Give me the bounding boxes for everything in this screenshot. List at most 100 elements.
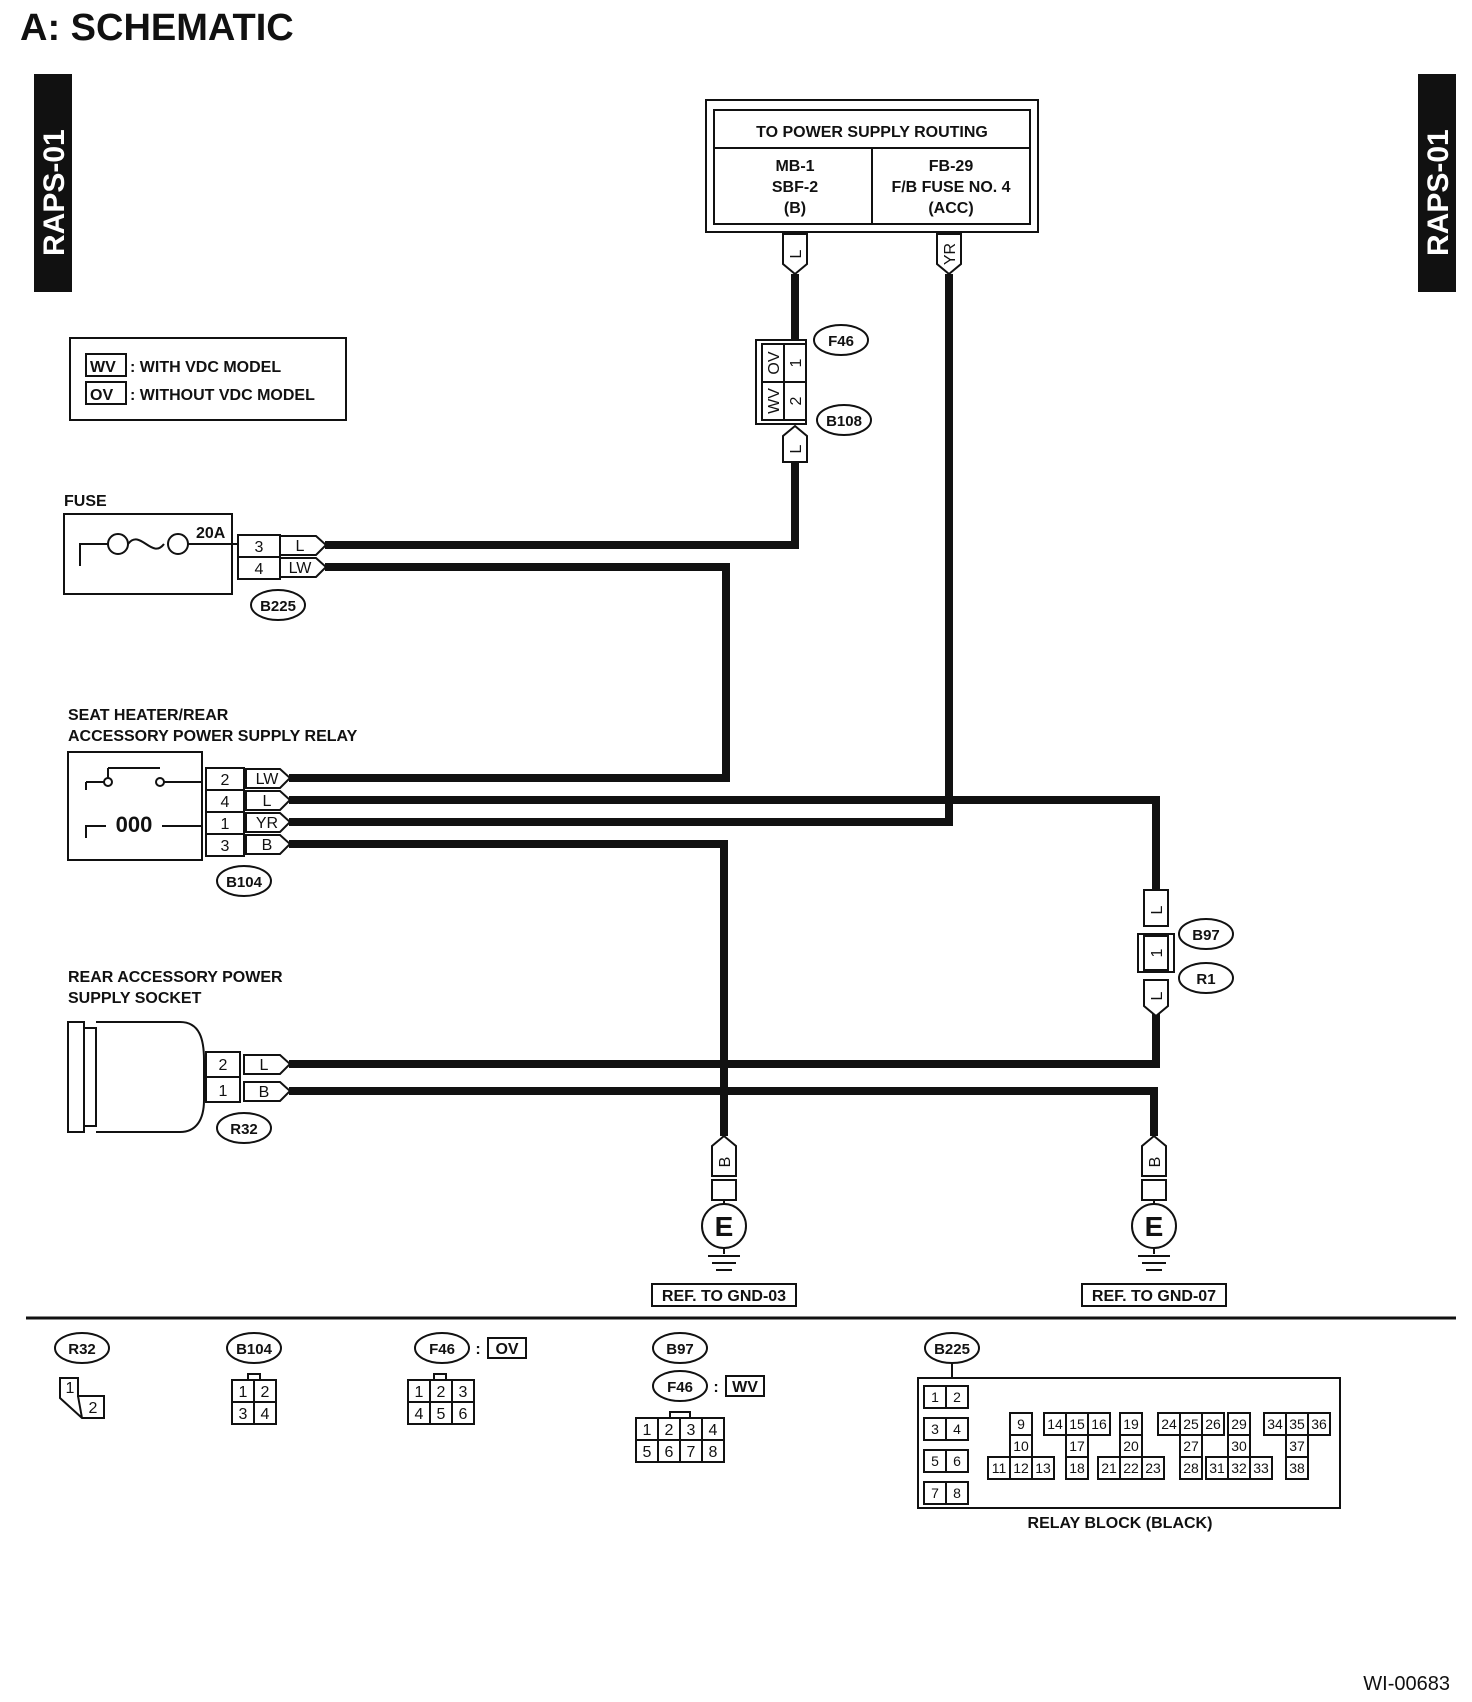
- fuse-label: FUSE: [64, 493, 107, 510]
- wires: [289, 274, 1160, 1136]
- svg-text:7: 7: [687, 1444, 696, 1461]
- b225-pin-label: 34: [1267, 1416, 1283, 1432]
- svg-text:L: L: [1149, 991, 1166, 1000]
- b225-pin-label: 21: [1101, 1460, 1117, 1476]
- svg-text:B104: B104: [236, 1341, 273, 1358]
- connector-b108-label: B108: [826, 413, 862, 430]
- b225-pin-cell: [1087, 1412, 1111, 1436]
- power-supply-title: TO POWER SUPPLY ROUTING: [756, 124, 988, 141]
- b225-pin-label: 20: [1123, 1438, 1139, 1454]
- b225-pin-label: 31: [1209, 1460, 1225, 1476]
- svg-text::: :: [713, 1379, 718, 1396]
- power-supply-right-2: F/B FUSE NO. 4: [891, 179, 1010, 196]
- legend-code-ov: OV: [90, 387, 113, 404]
- relay-label-2: ACCESSORY POWER SUPPLY RELAY: [68, 728, 358, 745]
- legend-text-ov: : WITHOUT VDC MODEL: [130, 387, 315, 404]
- fuse-component: FUSE 20A 3 4 L LW B225: [63, 493, 328, 621]
- svg-text:4: 4: [255, 561, 264, 578]
- f46-pin-2: 2: [788, 396, 805, 405]
- b225-pin-label: 28: [1183, 1460, 1199, 1476]
- svg-text:3: 3: [255, 539, 264, 556]
- connector-b225-label: B225: [260, 598, 296, 615]
- b225-pin-label: 23: [1145, 1460, 1161, 1476]
- svg-text:B: B: [1147, 1157, 1164, 1168]
- b225-pin-label: 8: [953, 1485, 961, 1501]
- legend-code-wv: WV: [90, 359, 116, 376]
- power-supply-left-3: (B): [784, 200, 806, 217]
- b225-pin-cell: [1249, 1456, 1273, 1480]
- connector-view-b97-f46-wv: B97 F46 : WV 1 2 3 4 5 6 7 8: [635, 1332, 765, 1463]
- b225-pin-label: 32: [1231, 1460, 1247, 1476]
- ground-03-ref: REF. TO GND-03: [662, 1288, 786, 1305]
- svg-text:B97: B97: [666, 1341, 694, 1358]
- b225-pin-cell: [1031, 1456, 1055, 1480]
- side-tab-left-label: RAPS-01: [38, 129, 71, 256]
- b97-pin-1: 1: [1149, 948, 1166, 957]
- b225-pin-label: 19: [1123, 1416, 1139, 1432]
- f46-pin-ov: OV: [766, 351, 783, 374]
- svg-text:F46: F46: [667, 1379, 693, 1396]
- f46-pin-1: 1: [788, 358, 805, 367]
- b225-pin-label: 12: [1013, 1460, 1029, 1476]
- b225-pin-label: 2: [953, 1389, 961, 1405]
- ground-07-ref: REF. TO GND-07: [1092, 1288, 1216, 1305]
- svg-text:WV: WV: [732, 1379, 758, 1396]
- f46-pin-wv: WV: [766, 388, 783, 414]
- svg-text:F46: F46: [429, 1341, 455, 1358]
- side-tab-right-label: RAPS-01: [1422, 129, 1455, 256]
- ground-gnd-07: B E REF. TO GND-07: [1081, 1134, 1227, 1307]
- svg-text:B: B: [717, 1157, 734, 1168]
- power-supply-left-2: SBF-2: [772, 179, 818, 196]
- ground-gnd-03: B E REF. TO GND-03: [651, 1134, 797, 1307]
- svg-text:4: 4: [261, 1406, 270, 1423]
- connector-view-r32: R32 1 2: [54, 1332, 110, 1419]
- wire-tag-l-top: L: [782, 233, 808, 276]
- connector-r32-label: R32: [230, 1121, 258, 1138]
- svg-text:LW: LW: [289, 560, 313, 577]
- svg-text:8: 8: [709, 1444, 718, 1461]
- svg-text:3: 3: [459, 1384, 468, 1401]
- b225-pin-label: 14: [1047, 1416, 1063, 1432]
- b225-pin-label: 22: [1123, 1460, 1139, 1476]
- b225-pin-label: 36: [1311, 1416, 1327, 1432]
- svg-text:L: L: [296, 538, 305, 555]
- svg-text:YR: YR: [256, 815, 278, 832]
- b225-pin-label: 33: [1253, 1460, 1269, 1476]
- b225-pin-label: 17: [1069, 1438, 1085, 1454]
- svg-text:2: 2: [219, 1057, 228, 1074]
- ground-03-symbol: E: [715, 1211, 734, 1242]
- b225-pin-label: 27: [1183, 1438, 1199, 1454]
- fuse-rating: 20A: [196, 525, 226, 542]
- svg-text:L: L: [263, 793, 272, 810]
- page-title: A: SCHEMATIC: [20, 7, 294, 49]
- b225-pin-cell: [945, 1385, 969, 1409]
- b225-pin-cell: [945, 1449, 969, 1473]
- svg-text:4: 4: [221, 794, 230, 811]
- b225-pin-cell: [1065, 1456, 1089, 1480]
- svg-text:1: 1: [415, 1384, 424, 1401]
- b225-pin-cell: [945, 1417, 969, 1441]
- socket-label-2: SUPPLY SOCKET: [68, 990, 202, 1007]
- b225-pin-label: 3: [931, 1421, 939, 1437]
- relay-coil: 000: [116, 812, 153, 837]
- side-tab-left: RAPS-01: [34, 74, 72, 292]
- b225-pin-cell: [1201, 1412, 1225, 1436]
- connector-r1-label: R1: [1196, 971, 1215, 988]
- connector-view-f46-ov: F46 : OV 1 2 3 4 5 6: [407, 1332, 527, 1425]
- b225-pin-label: 4: [953, 1421, 961, 1437]
- b225-pin-cell: [945, 1481, 969, 1505]
- connector-b97-label: B97: [1192, 927, 1220, 944]
- svg-text:L: L: [788, 249, 805, 258]
- b225-pin-label: 5: [931, 1453, 939, 1469]
- connector-b104-label: B104: [226, 874, 263, 891]
- svg-text:L: L: [788, 444, 805, 453]
- svg-text:1: 1: [66, 1380, 75, 1397]
- connector-f46-label: F46: [828, 333, 854, 350]
- b225-pin-label: 16: [1091, 1416, 1107, 1432]
- power-supply-routing-box: TO POWER SUPPLY ROUTING MB-1 SBF-2 (B) F…: [705, 99, 1039, 233]
- ground-07-symbol: E: [1145, 1211, 1164, 1242]
- b225-pin-cell: [1141, 1456, 1165, 1480]
